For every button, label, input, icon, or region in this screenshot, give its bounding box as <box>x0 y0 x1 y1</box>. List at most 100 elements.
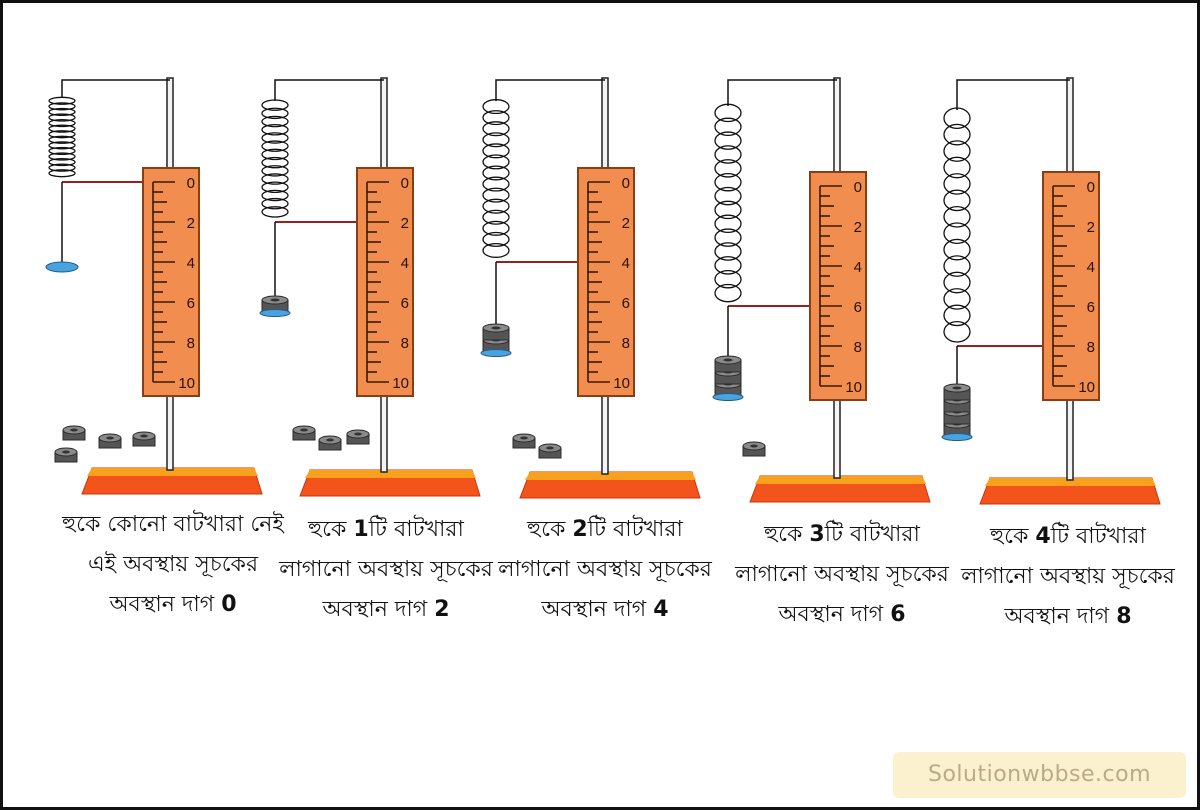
spring-coil <box>482 110 510 126</box>
spring-coil <box>714 172 742 192</box>
caption-count: 4 <box>1035 524 1051 549</box>
scale-label: 10 <box>392 375 409 392</box>
spring-coil <box>482 143 510 159</box>
spring-coil <box>48 124 76 133</box>
caption-lead: হুকে <box>308 517 354 542</box>
weight-hole <box>270 298 280 302</box>
spring-coil <box>261 124 289 136</box>
spring-coil <box>48 107 76 117</box>
caption-panel-5: হুকে 4টি বাটখারা লাগানো অবস্থায় সূচকের … <box>953 517 1183 637</box>
scale-label: 4 <box>622 255 630 272</box>
spring-coil <box>943 255 971 277</box>
weight-hole <box>354 432 362 436</box>
scale-label: 4 <box>854 259 862 276</box>
weight-hole <box>62 450 70 454</box>
caption-lead: হুকে <box>527 517 573 542</box>
scale-label: 6 <box>1087 299 1095 316</box>
spring-coil <box>943 189 971 212</box>
spring-coil <box>482 176 510 192</box>
spring-coil <box>261 115 289 128</box>
weight-hole <box>723 358 733 362</box>
spring-coil <box>261 165 289 177</box>
weight-hole <box>491 326 501 330</box>
base-board-top <box>87 468 258 476</box>
base-board-top <box>755 476 926 484</box>
caption-lead: হুকে <box>764 522 810 547</box>
hanger-pan <box>941 433 973 441</box>
caption-mark: 0 <box>221 592 237 617</box>
scale-label: 6 <box>401 295 409 312</box>
caption-middle: টি বাটখারা লাগানো অবস্থায় সূচকের অবস্থা… <box>498 517 712 622</box>
spring-coil <box>261 173 289 185</box>
spring-coil <box>482 132 510 148</box>
spring-coil <box>48 169 76 178</box>
spring-coil <box>482 121 510 137</box>
scale-label: 6 <box>187 295 195 312</box>
spring-coil <box>714 186 742 206</box>
scale-label: 2 <box>854 219 862 236</box>
scale-label: 0 <box>1087 179 1095 196</box>
caption-middle: টি বাটখারা লাগানো অবস্থায় সূচকের অবস্থা… <box>279 517 493 622</box>
spring-coil <box>482 187 510 203</box>
scale-label: 10 <box>845 379 862 396</box>
hanger-pan <box>712 393 744 401</box>
scale-label: 2 <box>187 215 195 232</box>
spring-coil <box>48 146 76 156</box>
scale-label: 8 <box>401 335 409 352</box>
scale-board <box>1042 171 1100 401</box>
weight-hole <box>750 444 758 448</box>
spring-coil <box>943 222 971 245</box>
caption-count: 3 <box>809 522 825 547</box>
spring-coil <box>48 118 76 128</box>
spring-coil <box>482 99 510 115</box>
spring-coil <box>943 320 971 343</box>
weight-hole <box>546 446 554 450</box>
spring-coil <box>714 145 742 164</box>
spring-coil <box>261 189 289 202</box>
spring-coil <box>714 269 742 289</box>
spring-coil <box>261 140 289 152</box>
caption-mark: 6 <box>890 602 906 627</box>
caption-count: 1 <box>353 517 369 542</box>
spring-coil <box>943 205 971 228</box>
scale-label: 4 <box>401 255 409 272</box>
spring-coil <box>714 228 742 247</box>
scale-label: 2 <box>1087 219 1095 236</box>
spring-coil <box>714 117 742 137</box>
spring-coil <box>943 107 971 130</box>
scale-label: 2 <box>401 215 409 232</box>
spring-coil <box>261 148 289 161</box>
caption-middle: টি বাটখারা লাগানো অবস্থায় সূচকের অবস্থা… <box>735 522 949 627</box>
scale-label: 8 <box>622 335 630 352</box>
spring-coil <box>261 99 289 111</box>
support-wire <box>495 79 605 101</box>
caption-panel-3: হুকে 2টি বাটখারা লাগানো অবস্থায় সূচকের … <box>490 510 720 630</box>
weight-hole <box>70 428 78 432</box>
caption-count: 2 <box>572 517 588 542</box>
weight-hole <box>952 386 962 390</box>
scale-label: 6 <box>622 295 630 312</box>
scale-label: 8 <box>1087 339 1095 356</box>
spring-coil <box>943 238 971 261</box>
spring-coil <box>482 231 510 247</box>
spring-coil <box>261 156 289 169</box>
spring-coil <box>48 130 76 139</box>
hanger-pan <box>259 309 291 317</box>
spring-coil <box>714 214 742 234</box>
support-wire <box>727 79 837 106</box>
spring-coil <box>48 113 76 122</box>
spring-coil <box>943 304 971 327</box>
watermark: Solutionwbbse.com <box>893 752 1186 798</box>
scale-label: 10 <box>178 375 195 392</box>
base-board-top <box>525 472 696 480</box>
spring-coil <box>943 271 971 294</box>
support-wire <box>956 79 1070 110</box>
spring-coil <box>714 256 742 275</box>
caption-panel-1: হুকে কোনো বাটখারা নেই এই অবস্থায় সূচকের… <box>58 505 288 625</box>
spring-coil <box>48 96 76 105</box>
spring-coil <box>482 242 510 258</box>
